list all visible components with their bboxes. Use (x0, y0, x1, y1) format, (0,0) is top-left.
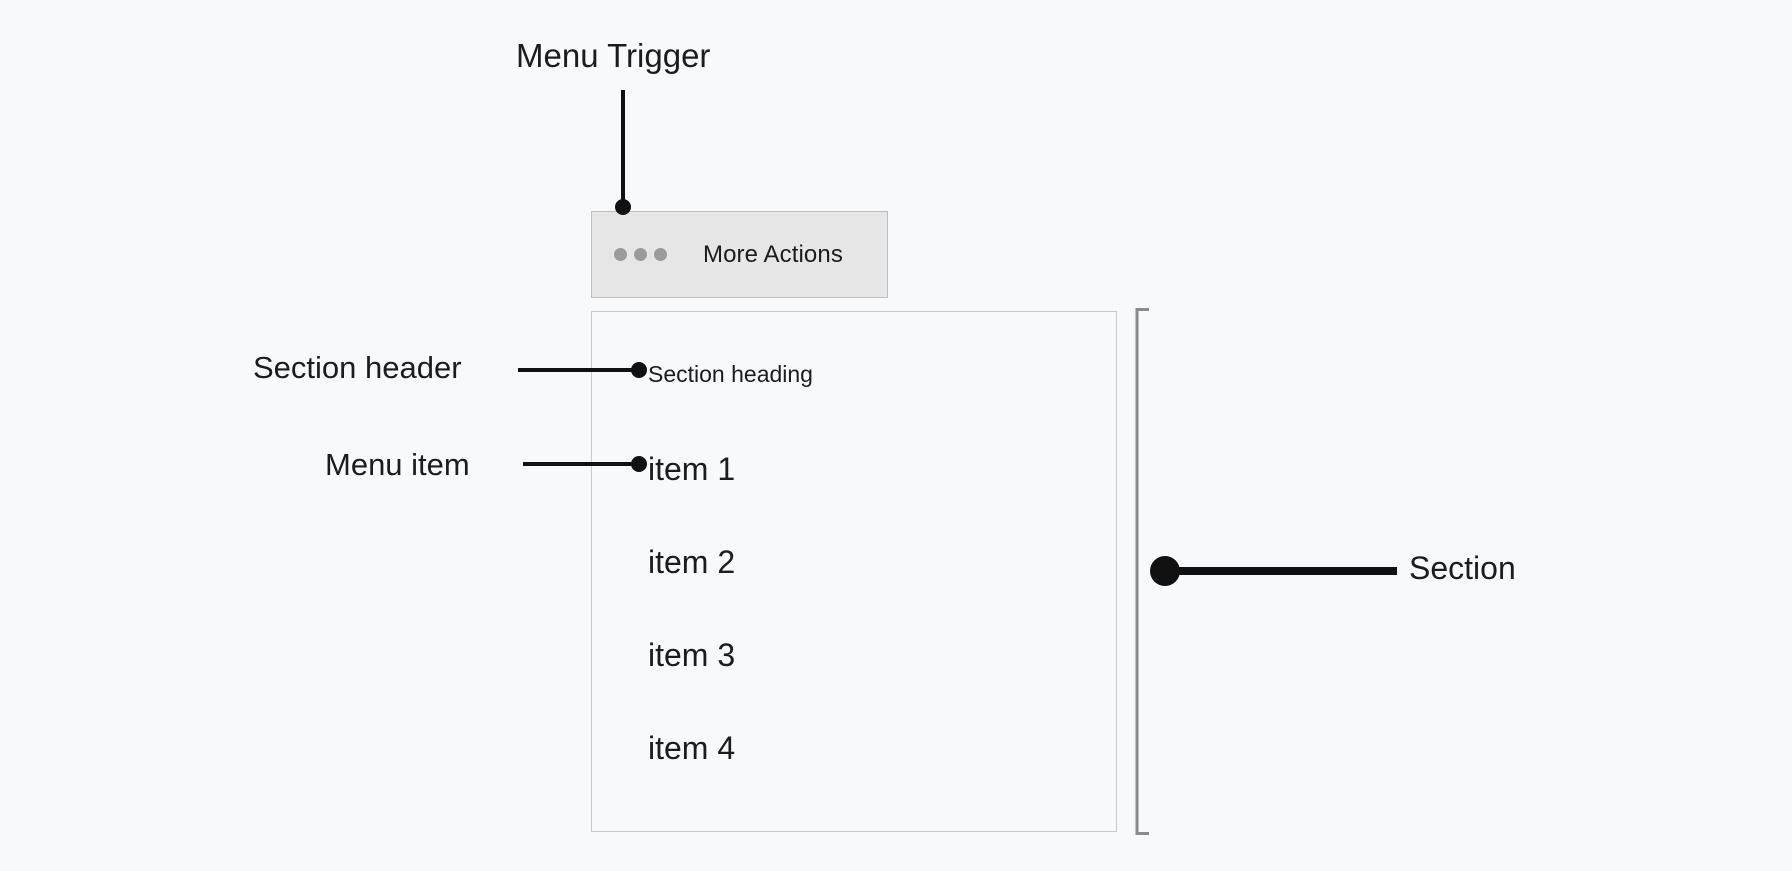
callout-section (1150, 556, 1397, 586)
menu-trigger-button[interactable]: More Actions (591, 211, 888, 298)
section-bracket (1135, 308, 1149, 835)
callout-menu-trigger (615, 90, 631, 215)
menu-item[interactable]: item 1 (648, 451, 736, 487)
annotation-label-section: Section (1409, 550, 1516, 586)
more-dot-2 (634, 248, 647, 261)
menu-item[interactable]: item 4 (648, 730, 736, 766)
annotation-label-section-header: Section header (253, 350, 462, 385)
menu-section-heading: Section heading (648, 361, 813, 387)
annotation-label-menu-trigger: Menu Trigger (516, 37, 711, 74)
more-dot-1 (614, 248, 627, 261)
menu-item[interactable]: item 3 (648, 637, 736, 673)
more-horizontal-icon (614, 248, 667, 261)
annotation-label-menu-item: Menu item (325, 447, 470, 482)
menu-item[interactable]: item 2 (648, 544, 736, 580)
menu-trigger-label: More Actions (703, 240, 843, 268)
more-dot-3 (654, 248, 667, 261)
menu-panel: Section heading item 1 item 2 item 3 ite… (591, 311, 1117, 832)
